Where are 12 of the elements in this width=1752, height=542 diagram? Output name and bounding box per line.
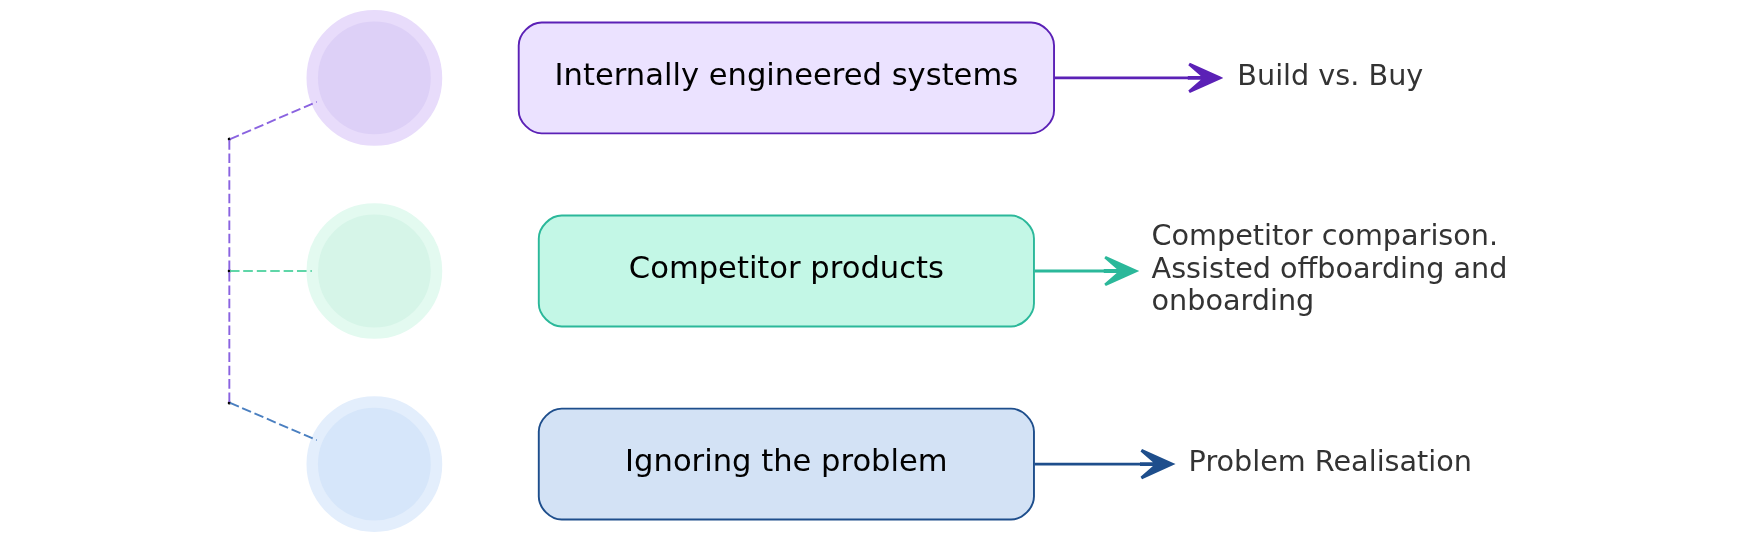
node-circle [306, 396, 442, 532]
node-text: Problem Realisation [1188, 443, 1472, 478]
node-box: Competitor products [537, 214, 1035, 328]
arrow [1053, 62, 1221, 94]
node-text: Competitor comparison. Assisted offboarding and onboarding [1151, 218, 1507, 318]
node-text: Build vs. Buy [1236, 57, 1423, 92]
arrow [1034, 255, 1137, 287]
node-circle [306, 203, 442, 339]
node-box: Ignoring the problem [537, 407, 1035, 521]
arrow [1034, 448, 1173, 480]
node-circle [306, 10, 442, 146]
node-box: Internally engineered systems [517, 21, 1055, 135]
